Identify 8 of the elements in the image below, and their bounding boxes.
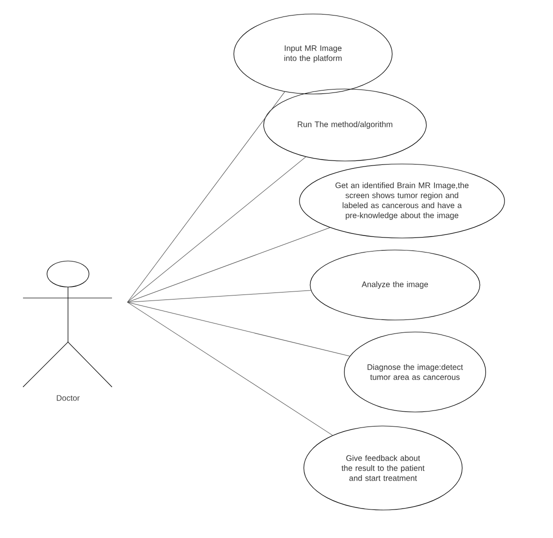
association-line xyxy=(127,302,333,436)
node-label: Doctor xyxy=(56,395,80,401)
actor-figure: Doctor xyxy=(22,260,112,401)
association-line xyxy=(127,302,350,356)
association-line xyxy=(127,156,306,302)
association-line xyxy=(127,290,312,302)
association-line xyxy=(127,227,330,302)
association-line xyxy=(127,91,286,302)
